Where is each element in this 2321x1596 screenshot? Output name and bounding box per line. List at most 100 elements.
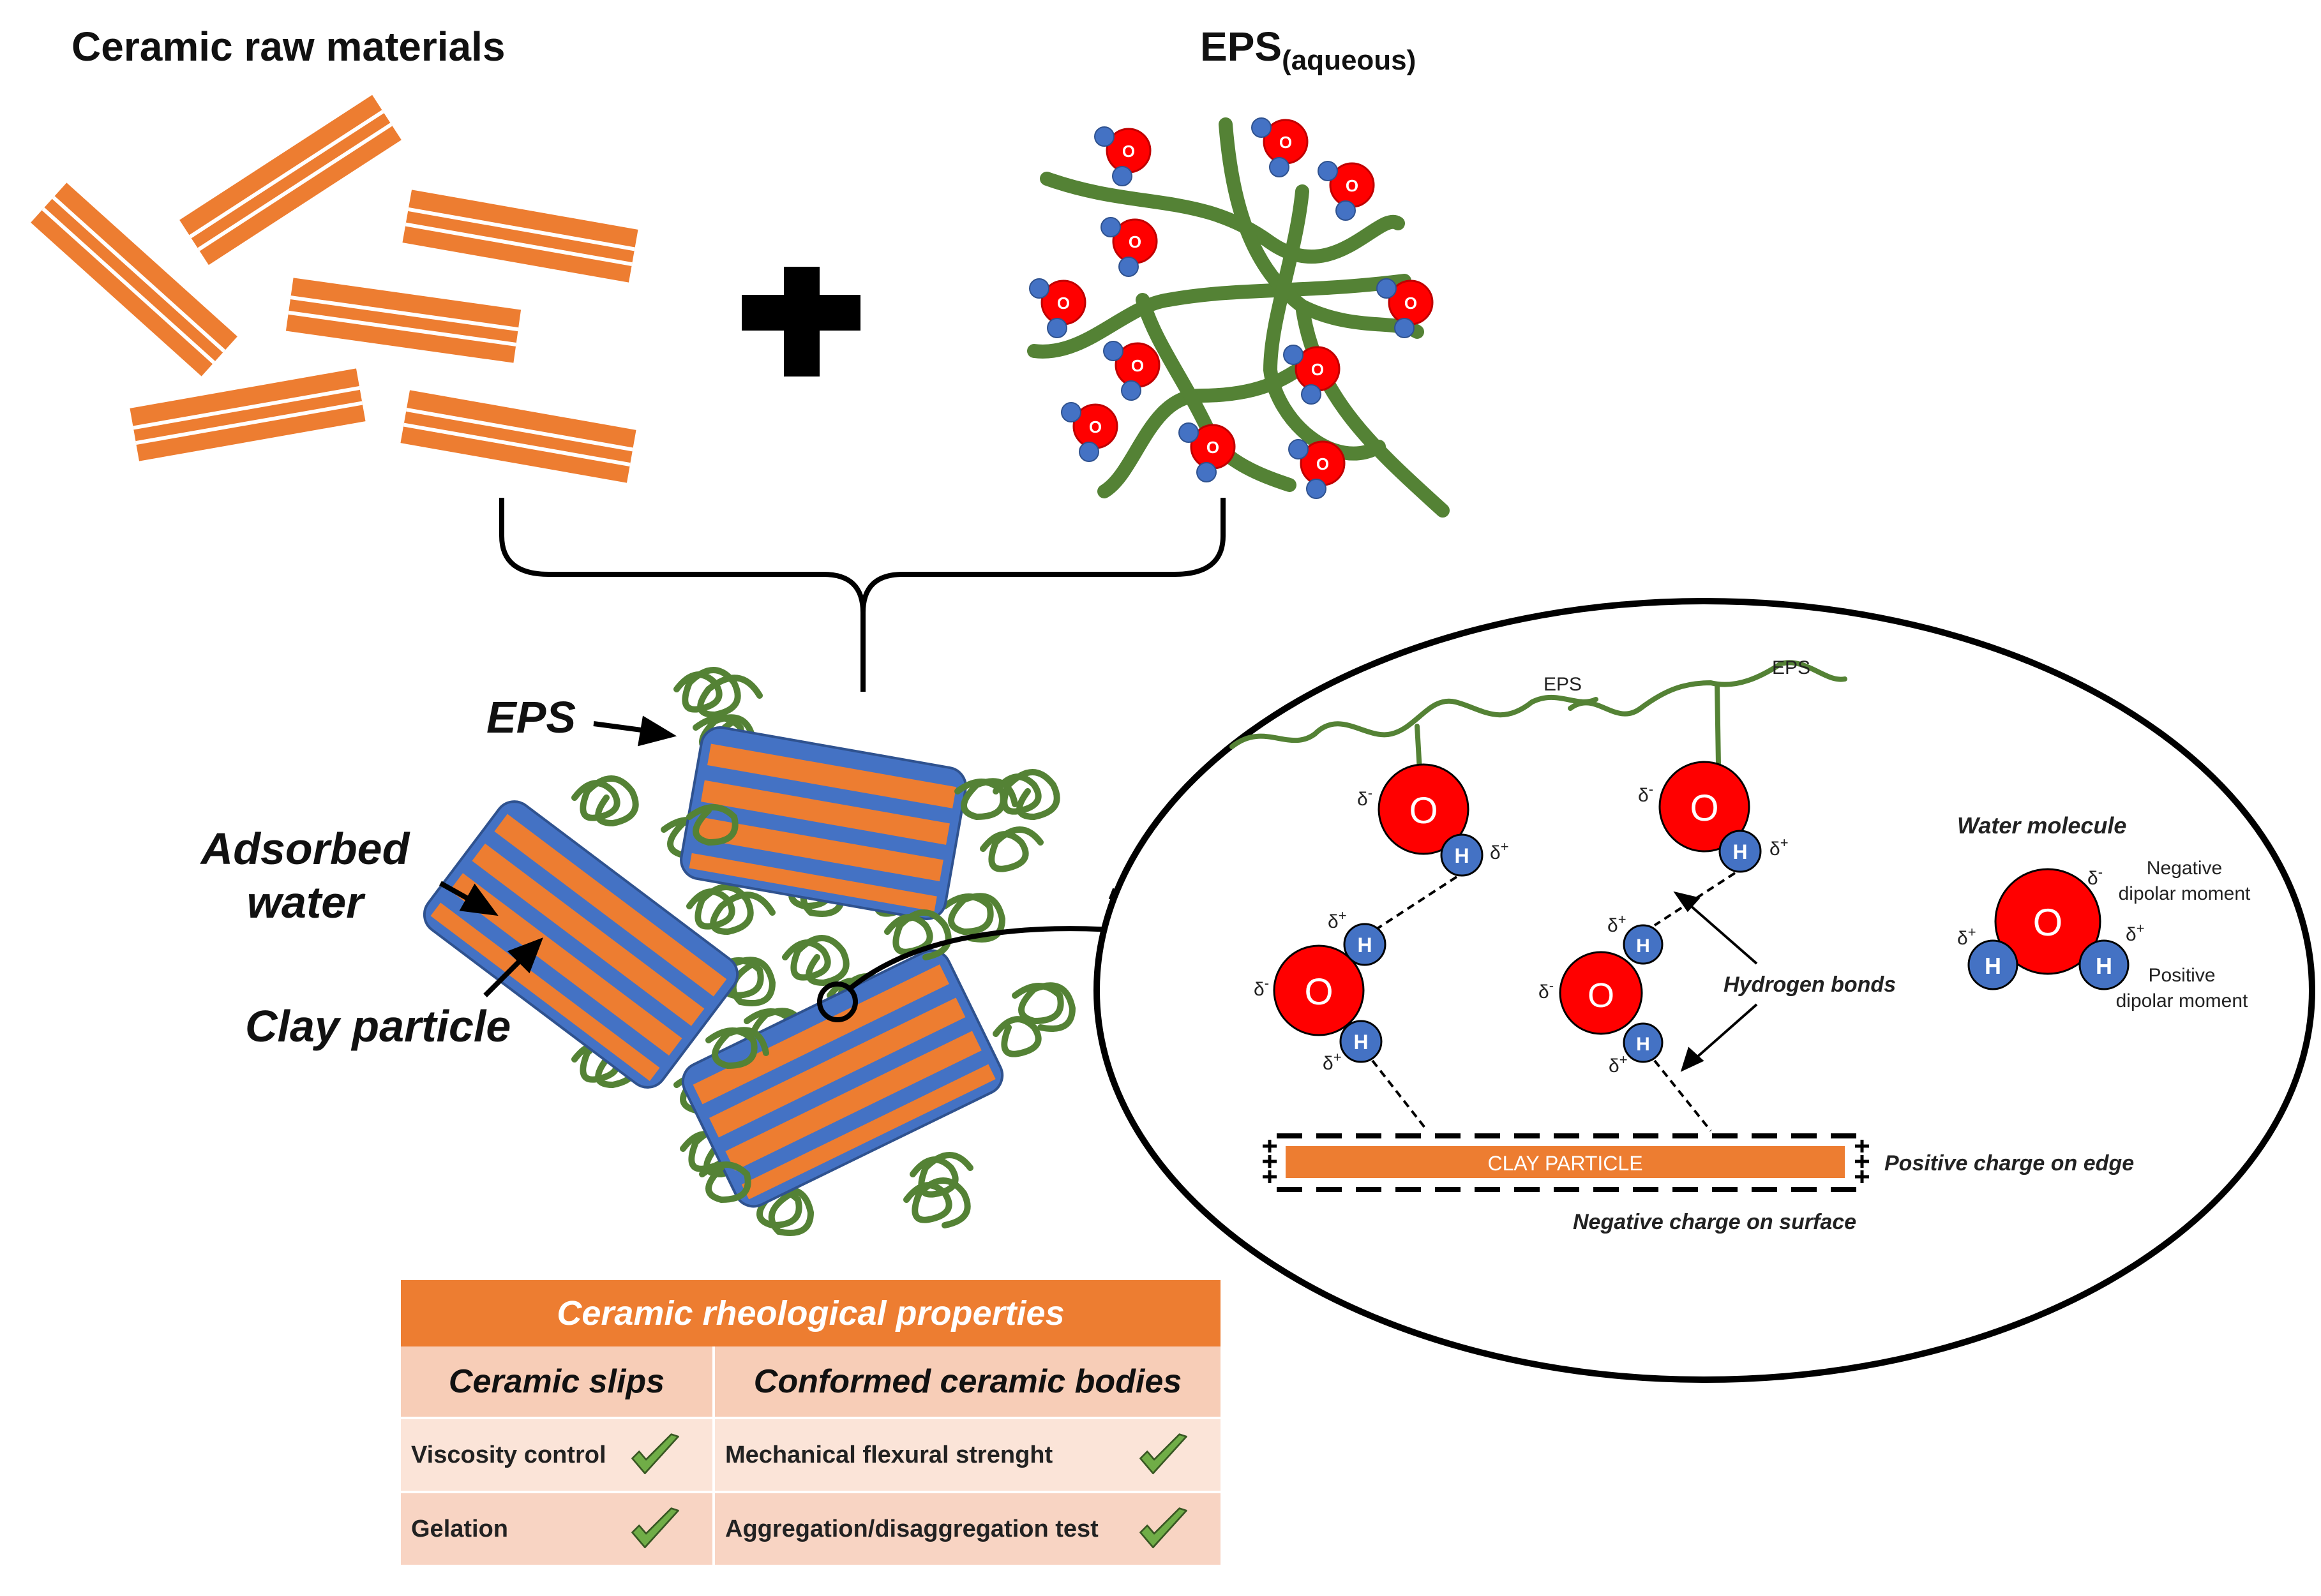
positive-dipolar-label-2: dipolar moment — [2116, 990, 2248, 1011]
clay-particle-bar-label: CLAY PARTICLE — [1487, 1152, 1642, 1175]
clay-particle-top — [680, 726, 967, 920]
table-cell: Mechanical flexural strenght — [714, 1418, 1221, 1492]
table-header-conformed-bodies: Conformed ceramic bodies — [714, 1346, 1221, 1418]
delta-plus: δ+ — [1490, 839, 1509, 863]
label-adsorbed-line1: Adsorbed — [200, 824, 410, 874]
hydrogen-atom — [1343, 923, 1386, 966]
oxygen-atom — [1658, 761, 1750, 853]
hydrogen-label: H — [1353, 1031, 1368, 1054]
water-molecule-icon — [1028, 278, 1086, 339]
checkmark-icon — [631, 1433, 679, 1475]
hydrogen-label: H — [1357, 934, 1372, 957]
water-molecule-title: Water molecule — [1957, 812, 2126, 839]
table-cell: Viscosity control — [401, 1418, 715, 1492]
hydrogen-bond-dash — [1371, 1059, 1429, 1132]
positive-charge-edge-label: Positive charge on edge — [1884, 1151, 2134, 1175]
zoom-eps-label-left: EPS — [1544, 674, 1582, 695]
label-adsorbed-water: Adsorbed water — [190, 822, 420, 929]
oxygen-label: O — [1690, 787, 1718, 829]
ceramic-stick — [179, 94, 402, 265]
delta-plus: δ+ — [1609, 1052, 1628, 1077]
hydrogen-bond-dash — [1653, 1059, 1712, 1132]
hydrogen-label: H — [2096, 953, 2112, 979]
water-molecule-icon — [1178, 422, 1236, 483]
title-eps: EPS — [1200, 24, 1282, 70]
hydrogen-atom — [1440, 833, 1483, 877]
label-eps: EPS — [486, 692, 576, 742]
oxygen-label: O — [1304, 971, 1333, 1013]
table-cell-text: Mechanical flexural strenght — [725, 1441, 1053, 1468]
delta-plus: δ+ — [1323, 1049, 1342, 1074]
delta-plus: δ+ — [2126, 920, 2145, 945]
title-eps-aqueous: EPS(aqueous) — [1200, 23, 1416, 77]
hydrogen-bond-dash — [1371, 876, 1458, 933]
zoom-marker — [817, 981, 858, 1022]
eps-fuzz-front — [686, 778, 1044, 1204]
oxygen-label: O — [1588, 976, 1614, 1015]
clay-particle-bottom — [681, 949, 1004, 1208]
delta-minus: δ- — [1357, 785, 1372, 810]
positive-charges-right — [1855, 1140, 1869, 1183]
clay-particle-left — [423, 800, 739, 1089]
table-row: Gelation Aggregation/disaggregation test — [401, 1492, 1221, 1565]
table-row: Viscosity control Mechanical flexural st… — [401, 1418, 1221, 1492]
hydrogen-atom — [1718, 830, 1762, 873]
zoom-molecules-left: O H δ- δ+ O H H δ+ δ- δ+ — [1254, 763, 1509, 1132]
table-title: Ceramic rheological properties — [401, 1280, 1221, 1346]
checkmark-icon — [1139, 1433, 1187, 1475]
hydrogen-bonds-label: Hydrogen bonds — [1724, 973, 1896, 997]
ceramic-stick — [285, 278, 522, 363]
oxygen-atom — [1559, 951, 1643, 1035]
delta-minus: δ- — [1638, 781, 1653, 806]
table-header-row: Ceramic slips Conformed ceramic bodies — [401, 1346, 1221, 1418]
hydrogen-label: H — [1454, 844, 1469, 867]
hydrogen-bonds-arrows — [1673, 891, 1758, 1072]
water-molecule-icon — [1102, 340, 1160, 401]
zoom-eps-label-right: EPS — [1772, 657, 1810, 678]
rheological-properties-table: Ceramic rheological properties Ceramic s… — [401, 1280, 1221, 1565]
zoom-eps-chains — [1229, 660, 1847, 773]
hydrogen-atom — [1623, 924, 1664, 965]
water-molecule-icon — [1251, 117, 1309, 178]
label-adsorbed-line2: water — [246, 877, 364, 927]
oxygen-label: O — [1409, 790, 1438, 832]
positive-dipolar-label-1: Positive — [2148, 965, 2215, 986]
ceramic-stick — [400, 390, 636, 483]
delta-plus: δ+ — [1769, 835, 1789, 860]
positive-charges-left — [1263, 1140, 1277, 1183]
negative-charge-surface-label: Negative charge on surface — [1573, 1210, 1856, 1234]
table-cell: Aggregation/disaggregation test — [714, 1492, 1221, 1565]
hydrogen-atom — [1967, 939, 2018, 990]
checkmark-icon — [1139, 1507, 1187, 1549]
delta-plus: δ+ — [1607, 911, 1626, 936]
ceramic-sticks — [31, 94, 638, 483]
plus-icon — [742, 267, 860, 377]
hydrogen-label: H — [1636, 1034, 1650, 1055]
water-molecule-icon — [1093, 126, 1152, 187]
table-title-row: Ceramic rheological properties — [401, 1280, 1221, 1346]
title-ceramic-raw-materials: Ceramic raw materials — [71, 24, 506, 70]
oxygen-label: O — [2033, 901, 2063, 944]
oxygen-atom — [1378, 763, 1469, 855]
delta-plus: δ+ — [1957, 924, 1976, 949]
delta-plus: δ+ — [1328, 907, 1347, 932]
label-arrows — [439, 715, 677, 997]
delta-minus: δ- — [1254, 975, 1269, 1000]
water-molecule-icon — [1060, 401, 1118, 463]
negative-dipolar-label-1: Negative — [2147, 858, 2222, 879]
water-molecule-icon — [1100, 216, 1158, 278]
hydrogen-atom — [1623, 1022, 1664, 1063]
oxygen-atom — [1273, 944, 1365, 1036]
water-molecule-icon — [1288, 438, 1346, 500]
bracket — [499, 498, 1226, 692]
hydrogen-label: H — [1636, 936, 1650, 957]
table-cell-text: Gelation — [411, 1515, 509, 1542]
title-eps-subscript: (aqueous) — [1282, 45, 1416, 76]
table-cell-text: Aggregation/disaggregation test — [725, 1515, 1099, 1542]
checkmark-icon — [631, 1507, 679, 1549]
hydrogen-label: H — [1732, 840, 1747, 863]
hydrogen-bond-dash — [1653, 872, 1736, 927]
negative-dipolar-label-2: dipolar moment — [2119, 883, 2251, 904]
ceramic-stick — [130, 368, 366, 461]
